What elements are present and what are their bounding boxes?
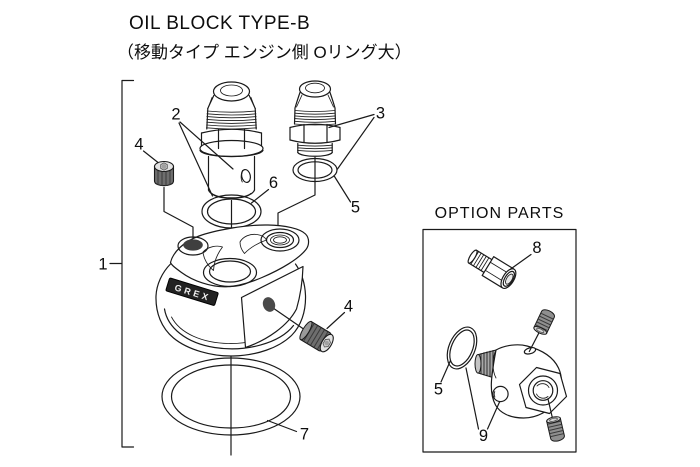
plug-part4-right (299, 320, 334, 353)
side-port-hole (492, 385, 509, 403)
assembly-line-right (277, 156, 316, 237)
option-parts-box (422, 228, 577, 453)
callout-part2: 2 (171, 106, 180, 124)
o-ring-part5-option (446, 326, 478, 370)
plug-option-bottom (546, 416, 565, 442)
callout-part7: 7 (300, 426, 309, 444)
callouts-main: 1 2 3 4 4 5 6 7 (98, 105, 385, 444)
side-pad (240, 265, 306, 349)
assembly-line-top-plug (528, 332, 540, 353)
plate-slot-left (202, 245, 223, 271)
o-ring-part7 (161, 355, 301, 456)
assembly-line-plug-right (273, 308, 306, 331)
left-port (183, 239, 203, 251)
option-parts-title: OPTION PARTS (434, 205, 565, 222)
callout-part1: 1 (98, 256, 107, 274)
fitting-part2 (199, 81, 264, 270)
center-hole (202, 257, 258, 288)
callout-part4-left: 4 (134, 136, 143, 154)
bracket-part1 (109, 79, 135, 448)
hex-nut (289, 123, 341, 144)
callout-part3: 3 (376, 105, 385, 123)
callout-part6: 6 (269, 174, 278, 192)
fitting-part3 (277, 80, 341, 237)
page-title: OIL BLOCK TYPE-B (129, 13, 311, 34)
hex-face (518, 366, 568, 415)
o-ring-part5 (292, 157, 338, 183)
sleeve (207, 155, 256, 199)
hex-nut (200, 128, 263, 150)
thread-lines (206, 110, 257, 130)
page-subtitle: （移動タイプ エンジン側 Oリング大） (117, 43, 412, 62)
top-plate (169, 224, 310, 288)
plug-part4-left (153, 160, 194, 244)
plug-option-top (533, 309, 555, 335)
callout-part4-right: 4 (344, 298, 353, 316)
callout-part5-option: 5 (434, 381, 443, 399)
plate-slot-right (239, 233, 267, 254)
thread-lines (294, 110, 336, 126)
assembly-line-left (163, 186, 194, 244)
callout-part8: 8 (532, 239, 541, 257)
sensor-block-part9 (474, 332, 568, 422)
callout-part9: 9 (479, 427, 488, 445)
callout-part5: 5 (351, 199, 360, 217)
fitting-part8 (467, 249, 517, 289)
oil-block-body: GREX (155, 224, 310, 357)
pad-port-hole (262, 297, 276, 312)
